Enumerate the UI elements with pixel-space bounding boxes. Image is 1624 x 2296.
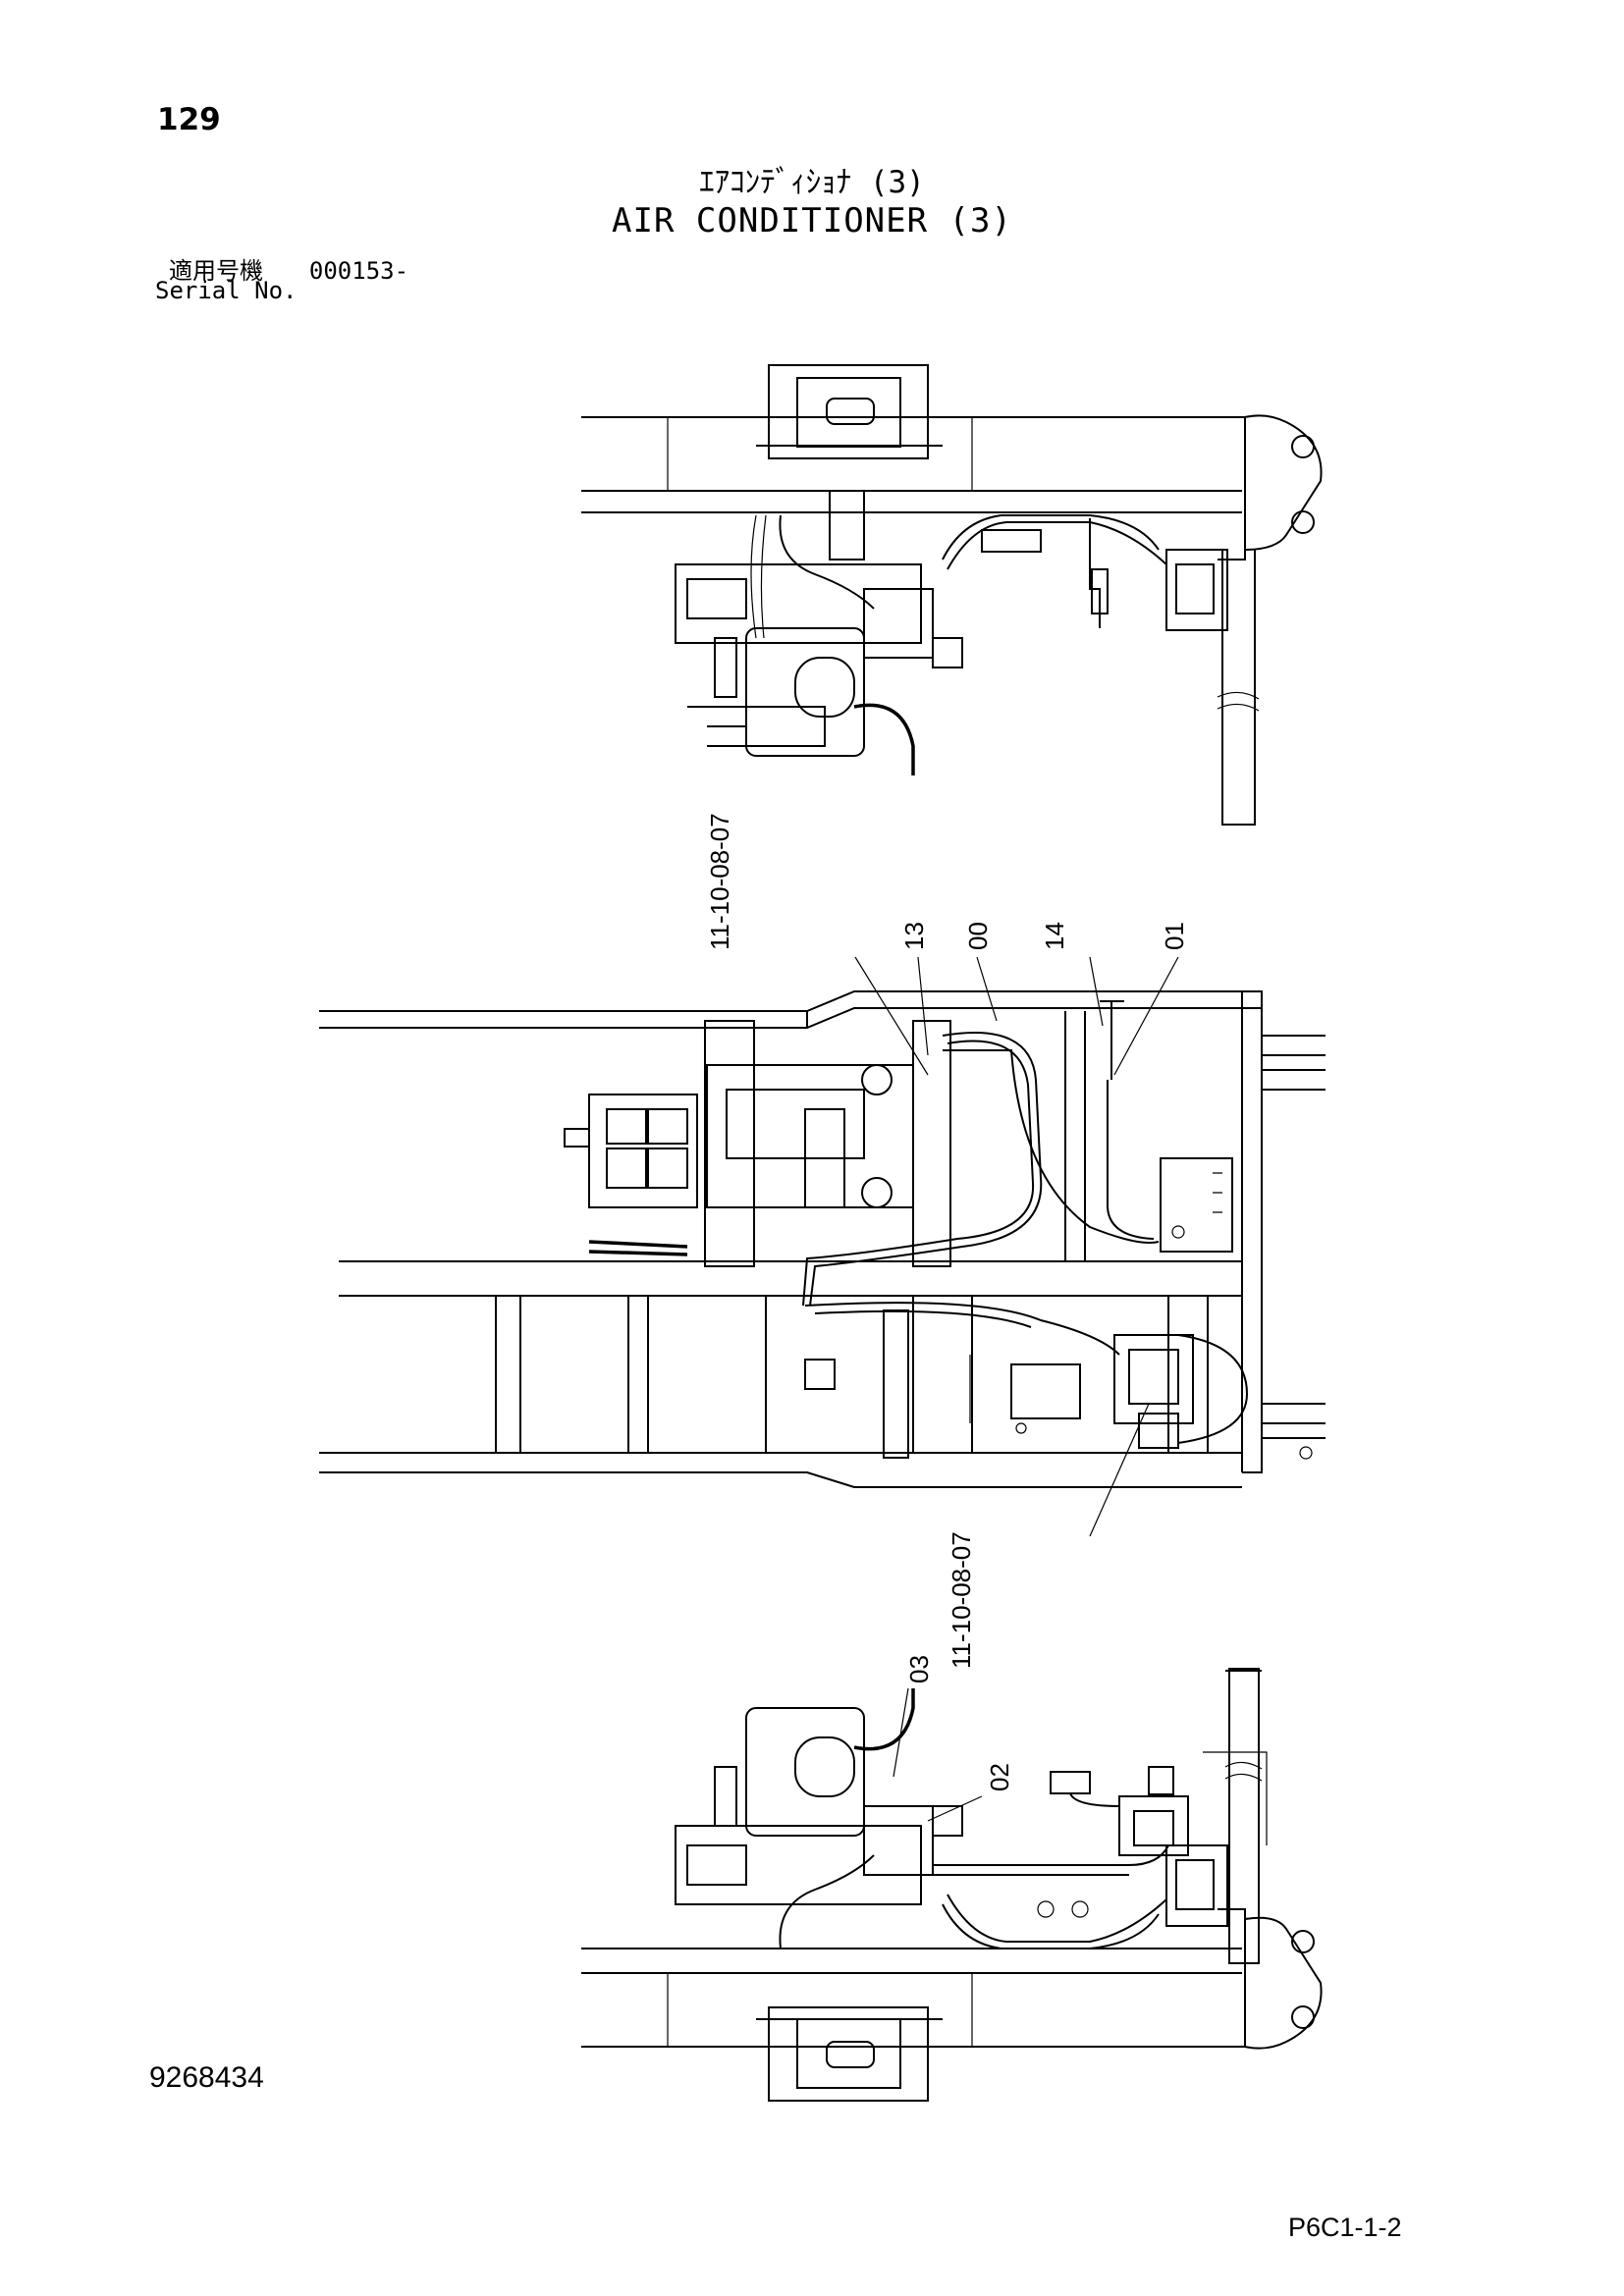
callout-label: 01 [1160, 922, 1189, 950]
serial-row: 適用号機 000153- [169, 251, 408, 286]
callout-group-mid-bottom: 11-10-08-07 [947, 1531, 976, 1669]
title-japanese: ｴｱｺﾝﾃﾞｨｼｮﾅ (3) [699, 165, 925, 200]
callout-group-mid-top: 11-10-08-07 13 00 14 01 [705, 813, 1189, 950]
page-number: 129 [157, 102, 221, 137]
middle-view [319, 956, 1326, 1537]
document-number: 9268434 [149, 2061, 264, 2094]
callout-label: 02 [985, 1763, 1014, 1791]
callout-label: 13 [899, 922, 929, 950]
page-code: P6C1-1-2 [1288, 2213, 1402, 2242]
callout-label: 03 [904, 1655, 934, 1683]
bottom-view [581, 1668, 1323, 2102]
title-english: AIR CONDITIONER (3) [612, 201, 1012, 240]
serial-value: 000153- [308, 257, 409, 285]
callout-label: 11-10-08-07 [947, 1531, 976, 1669]
callout-label: 14 [1040, 922, 1069, 950]
callout-group-bottom: 03 02 [904, 1655, 1014, 1791]
callout-label: 00 [963, 922, 993, 950]
serial-label-en: Serial No. [155, 277, 298, 304]
callout-label: 11-10-08-07 [705, 813, 734, 950]
top-view [581, 364, 1323, 826]
serial-label-jp: 適用号機 [169, 257, 263, 285]
